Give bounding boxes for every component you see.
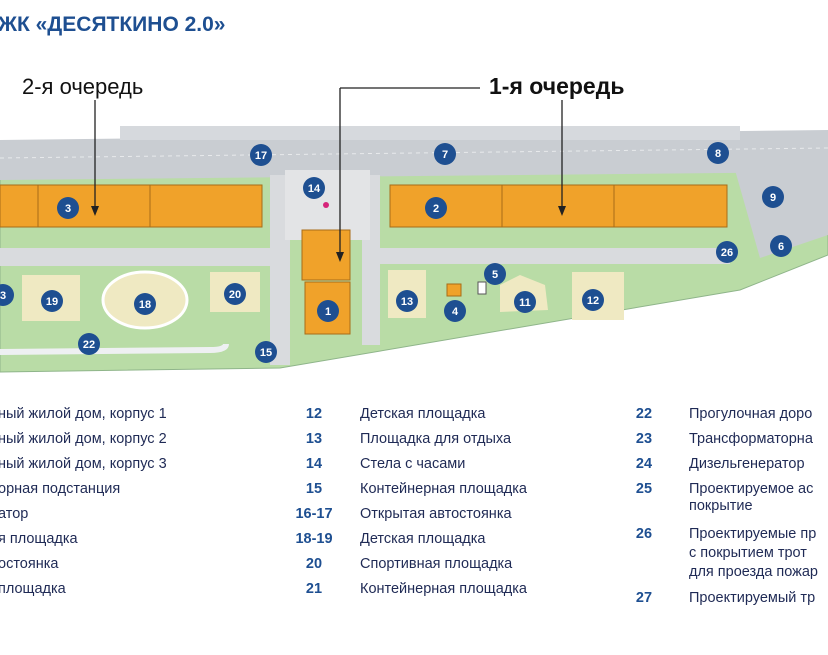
legend-num: 25 xyxy=(635,481,653,497)
legend-num: 22 xyxy=(635,406,653,422)
marker-5: 5 xyxy=(484,263,506,285)
svg-text:4: 4 xyxy=(452,306,459,318)
legend-item: Проектируемое ас xyxy=(689,481,814,497)
legend-num: 26 xyxy=(635,526,653,542)
marker-11: 11 xyxy=(514,291,536,313)
svg-text:9: 9 xyxy=(770,192,776,204)
marker-18: 18 xyxy=(134,293,156,315)
legend-item: орная подстанция xyxy=(0,481,121,497)
legend-item: Спортивная площадка xyxy=(360,556,513,572)
legend-item: ный жилой дом, корпус 3 xyxy=(0,456,167,472)
legend-item: я площадка xyxy=(0,531,78,547)
legend-num: 16-17 xyxy=(295,506,333,522)
marker-22: 22 xyxy=(78,333,100,355)
marker-12: 12 xyxy=(582,289,604,311)
marker-3: 3 xyxy=(57,197,79,219)
marker-15: 15 xyxy=(255,341,277,363)
svg-text:17: 17 xyxy=(255,150,267,162)
svg-text:7: 7 xyxy=(442,149,448,161)
parking-strip xyxy=(120,126,740,140)
legend-item: покрытие xyxy=(689,498,753,514)
transformer-4 xyxy=(446,283,462,297)
legend-num: 18-19 xyxy=(295,531,333,547)
svg-text:26: 26 xyxy=(721,247,733,259)
parking-road xyxy=(0,130,828,180)
svg-text:2: 2 xyxy=(433,203,439,215)
building-3 xyxy=(0,184,263,228)
marker-4: 4 xyxy=(444,300,466,322)
marker-2: 2 xyxy=(425,197,447,219)
legend-item: Проектируемые пр xyxy=(689,526,817,542)
marker-14: 14 xyxy=(303,177,325,199)
legend-item: Открытая автостоянка xyxy=(360,506,512,522)
legend-item: Прогулочная доро xyxy=(689,406,813,422)
legend-item: остоянка xyxy=(0,556,59,572)
svg-text:5: 5 xyxy=(492,269,498,281)
legend-item: Площадка для отдыха xyxy=(360,431,512,447)
svg-text:18: 18 xyxy=(139,299,151,311)
legend-item: Контейнерная площадка xyxy=(360,481,527,497)
legend-item: Дизельгенератор xyxy=(689,456,805,472)
legend-num: 20 xyxy=(305,556,323,572)
legend-item: Проектируемый тр xyxy=(689,590,816,606)
legend-num: 21 xyxy=(305,581,323,597)
svg-text:13: 13 xyxy=(401,296,413,308)
legend-num: 24 xyxy=(635,456,653,472)
marker-3-partial: 3 xyxy=(0,284,14,306)
marker-20: 20 xyxy=(224,283,246,305)
svg-text:1: 1 xyxy=(325,306,331,318)
legend-item: ный жилой дом, корпус 2 xyxy=(0,431,167,447)
marker-9: 9 xyxy=(762,186,784,208)
page-title: ЖК «ДЕСЯТКИНО 2.0» xyxy=(0,13,226,36)
svg-text:11: 11 xyxy=(519,297,531,309)
generator-5 xyxy=(477,281,487,295)
svg-text:15: 15 xyxy=(260,347,272,359)
legend-item: Стела с часами xyxy=(360,456,466,472)
legend-num: 27 xyxy=(635,590,653,606)
svg-text:20: 20 xyxy=(229,289,241,301)
svg-text:12: 12 xyxy=(587,295,599,307)
svg-text:14: 14 xyxy=(308,183,321,195)
marker-26: 26 xyxy=(716,241,738,263)
legend-item: атор xyxy=(0,506,29,522)
legend-item: Детская площадка xyxy=(360,406,486,422)
marker-17: 17 xyxy=(250,144,272,166)
legend-item: для проезда пожар xyxy=(689,564,818,580)
marker-19: 19 xyxy=(41,290,63,312)
queue-1-label: 1-я очередь xyxy=(489,73,625,99)
site-plan-map: 17 7 8 9 6 14 3 2 26 5 4 13 11 12 1 19 1… xyxy=(0,87,828,373)
legend-num: 13 xyxy=(305,431,323,447)
marker-6: 6 xyxy=(770,235,792,257)
marker-1: 1 xyxy=(317,300,339,322)
legend-num: 23 xyxy=(635,431,653,447)
svg-text:8: 8 xyxy=(715,148,721,160)
legend-item: с покрытием трот xyxy=(689,545,807,561)
marker-8: 8 xyxy=(707,142,729,164)
marker-7: 7 xyxy=(434,143,456,165)
legend-num: 14 xyxy=(305,456,323,472)
legend-item: ный жилой дом, корпус 1 xyxy=(0,406,167,422)
legend-num: 15 xyxy=(305,481,323,497)
queue-2-label: 2-я очередь xyxy=(22,74,144,99)
svg-text:19: 19 xyxy=(46,296,58,308)
legend-item: площадка xyxy=(0,581,66,597)
svg-text:3: 3 xyxy=(0,290,6,302)
svg-text:3: 3 xyxy=(65,203,71,215)
legend-item: Трансформаторна xyxy=(689,431,813,447)
legend-item: Детская площадка xyxy=(360,531,486,547)
legend-num: 12 xyxy=(305,406,323,422)
legend-item: Контейнерная площадка xyxy=(360,581,527,597)
svg-text:22: 22 xyxy=(83,339,95,351)
svg-text:6: 6 xyxy=(778,241,784,253)
marker-13: 13 xyxy=(396,290,418,312)
